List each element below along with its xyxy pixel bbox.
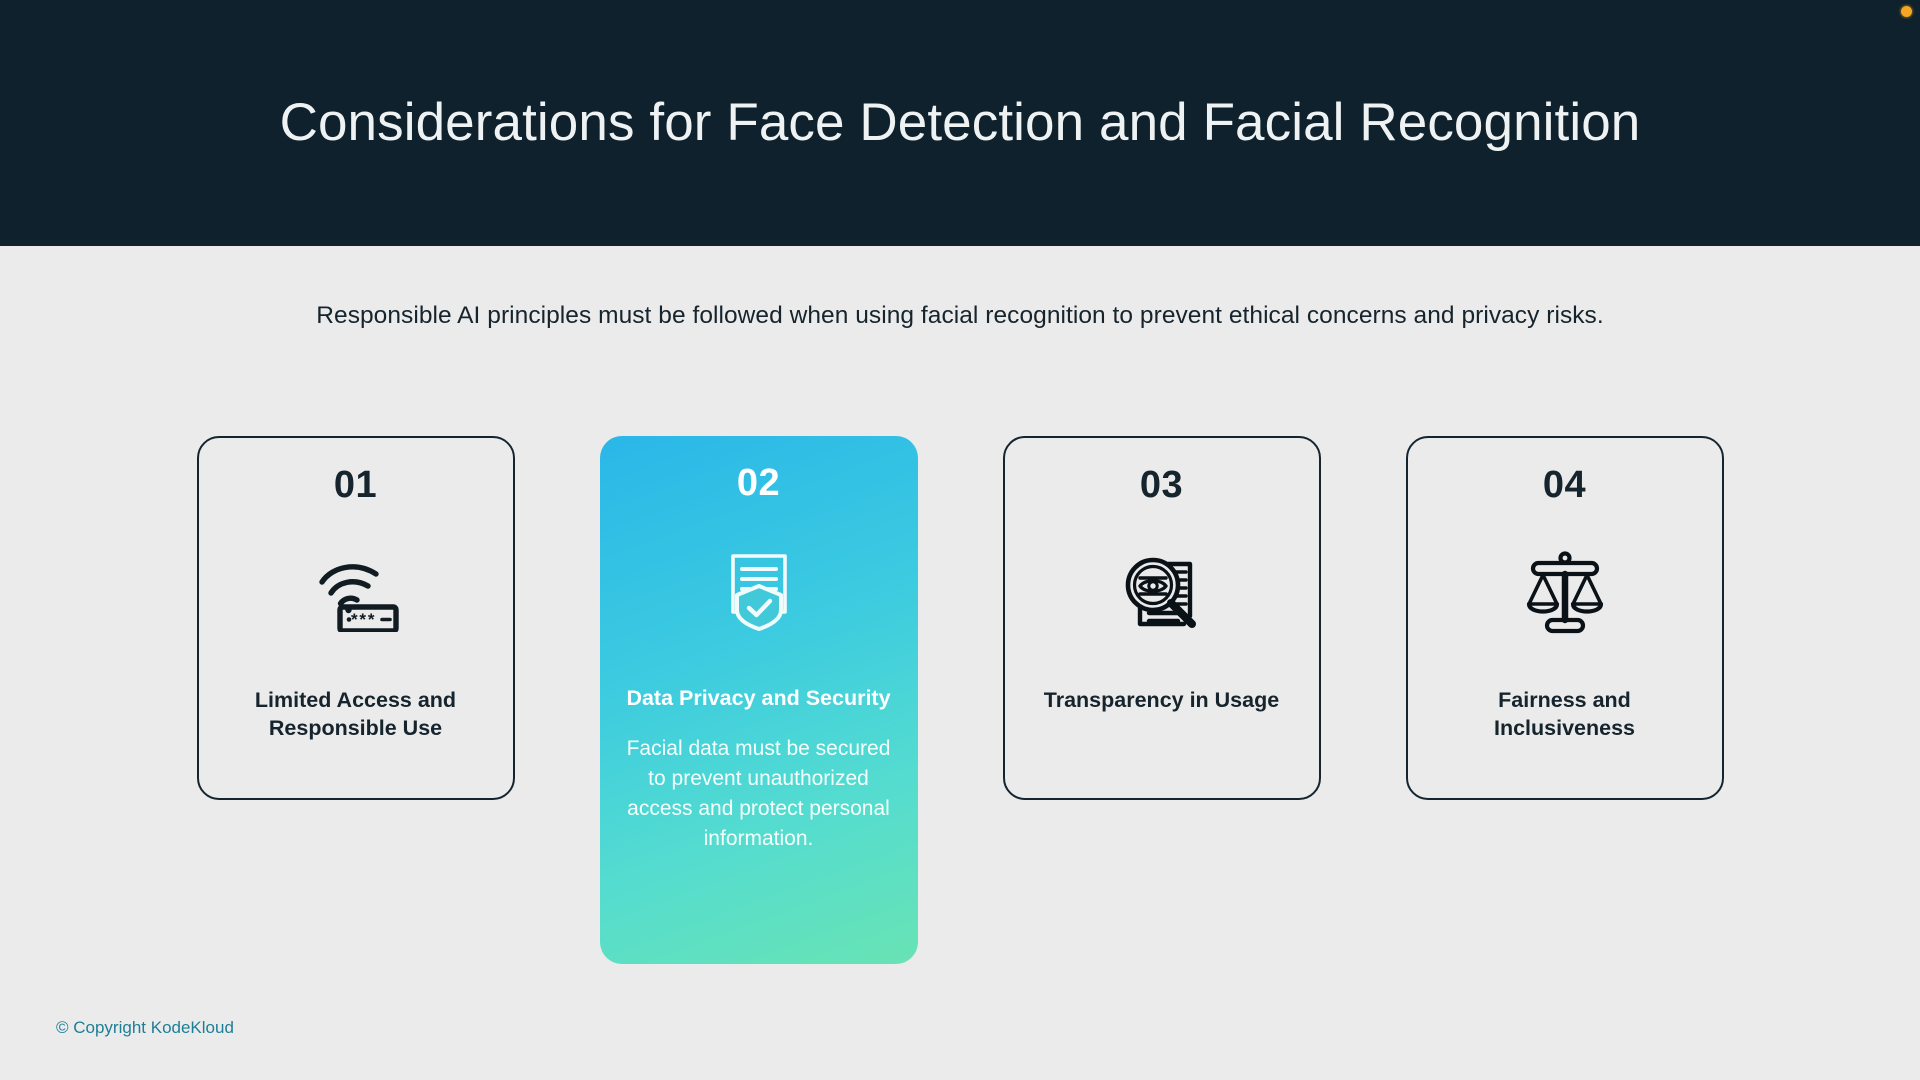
- footer-copyright: © Copyright KodeKloud: [56, 1018, 234, 1037]
- consideration-card-01[interactable]: 01 *** Limited Access and Responsible Us…: [196, 436, 515, 800]
- card-description: Facial data must be secured to prevent u…: [626, 737, 891, 850]
- slide-header: Considerations for Face Detection and Fa…: [0, 0, 1920, 246]
- wifi-password-icon: ***: [308, 548, 404, 634]
- subtitle-text: Responsible AI principles must be follow…: [316, 302, 1604, 329]
- balance-scale-icon: [1519, 548, 1611, 634]
- consideration-card-04[interactable]: 04 Fairness and Inclusiveness: [1405, 436, 1724, 800]
- subtitle-container: Responsible AI principles must be follow…: [0, 302, 1920, 330]
- consideration-card-02[interactable]: 02 Data Privacy and Security Facial data…: [599, 436, 918, 964]
- recording-indicator-dot: [1901, 6, 1912, 17]
- considerations-card-row: 01 *** Limited Access and Responsible Us…: [0, 436, 1920, 964]
- page-title: Considerations for Face Detection and Fa…: [279, 92, 1641, 152]
- card-title: Limited Access and Responsible Use: [254, 688, 457, 741]
- card-number: 04: [1542, 464, 1587, 506]
- svg-text:***: ***: [351, 610, 376, 629]
- magnifier-eye-document-icon: [1116, 548, 1208, 634]
- document-shield-check-icon: [719, 546, 799, 632]
- card-number: 03: [1139, 464, 1184, 506]
- card-title: Data Privacy and Security: [626, 686, 891, 710]
- card-title: Transparency in Usage: [1043, 688, 1280, 712]
- card-number: 01: [333, 464, 378, 506]
- consideration-card-03[interactable]: 03 Transparency in Usage: [1002, 436, 1321, 800]
- card-number: 02: [736, 462, 781, 504]
- card-title: Fairness and Inclusiveness: [1493, 688, 1636, 741]
